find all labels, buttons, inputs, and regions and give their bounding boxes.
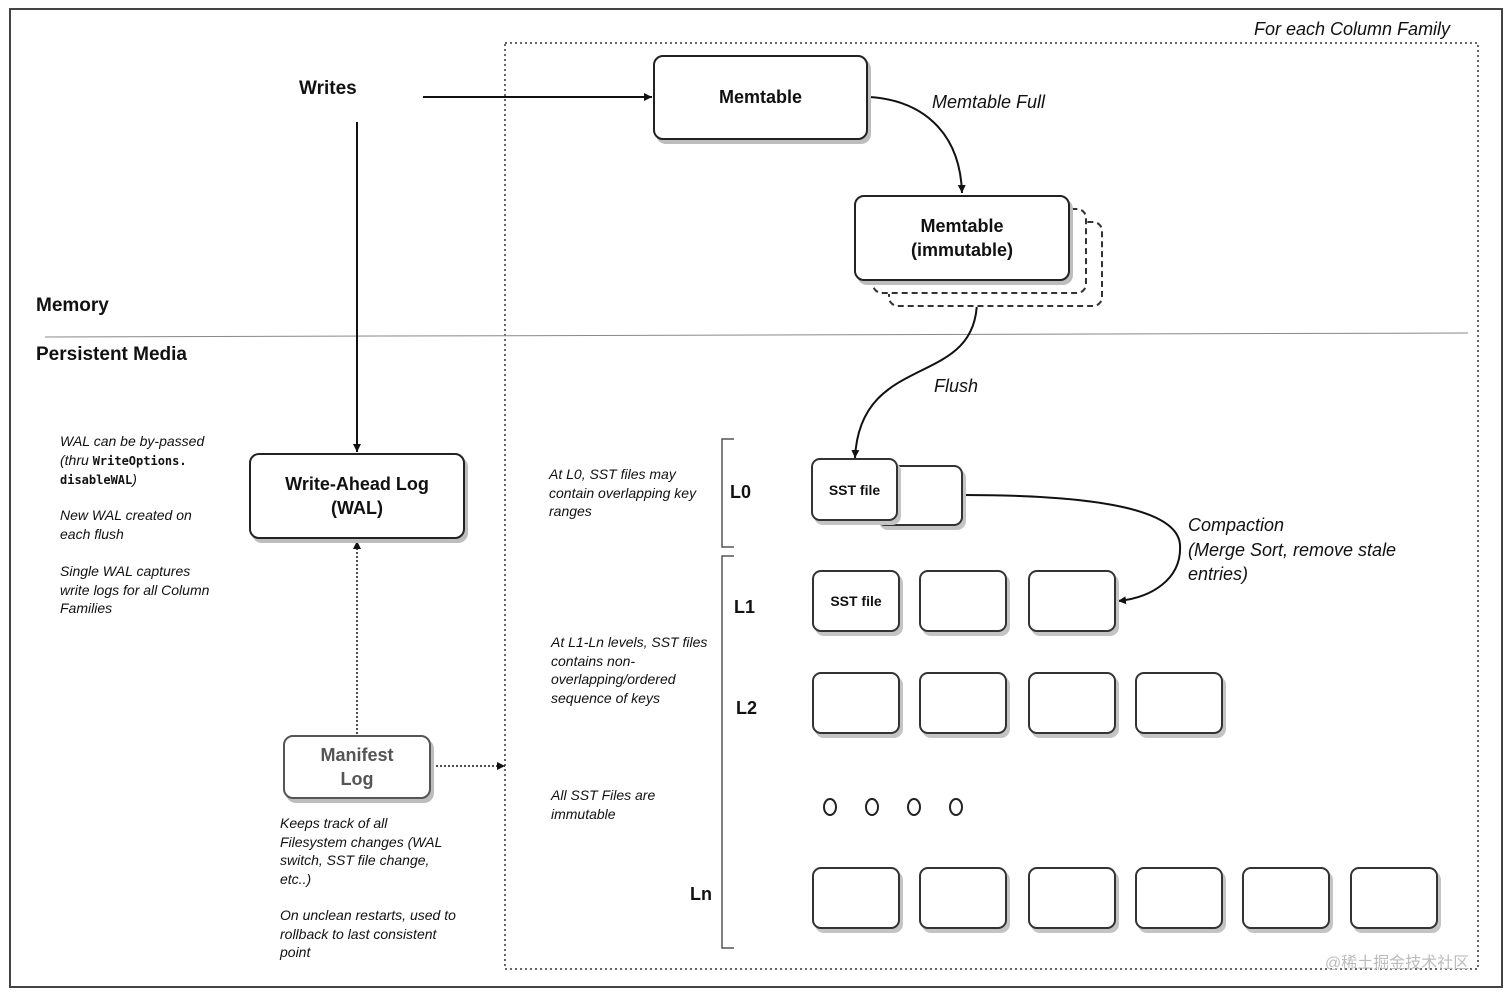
ln-sst-file bbox=[1028, 867, 1116, 929]
memtable-full-label: Memtable Full bbox=[932, 92, 1046, 112]
memory-divider bbox=[44, 332, 1469, 338]
note-line: All SST Files are bbox=[551, 787, 656, 803]
memtable-immutable-line: (immutable) bbox=[910, 240, 1013, 260]
note-line: etc..) bbox=[280, 870, 312, 887]
note-line: On unclean restarts, used to bbox=[280, 907, 456, 923]
l2-sst-file bbox=[1028, 672, 1116, 734]
compaction-arrow bbox=[962, 494, 1182, 605]
compaction-line: entries) bbox=[1188, 564, 1249, 584]
note-text: (thru bbox=[60, 451, 93, 468]
l2-sst-file bbox=[919, 672, 1007, 734]
memtable-immutable-box: Memtable (immutable) bbox=[854, 195, 1070, 281]
code-writeoptions: WriteOptions. bbox=[92, 453, 187, 468]
l1-ln-note: At L1-Ln levels, SST files contains non-… bbox=[551, 633, 707, 707]
level-ellipsis-dot bbox=[865, 798, 879, 816]
flush-arrow bbox=[851, 299, 978, 459]
persistent-media-label: Persistent Media bbox=[36, 344, 187, 365]
memtable-box: Memtable bbox=[653, 55, 868, 140]
wal-line: (WAL) bbox=[331, 498, 383, 518]
l1-sst-file bbox=[919, 570, 1007, 632]
note-line: write logs for all Column bbox=[60, 581, 210, 598]
wal-single-note: Single WAL captures write logs for all C… bbox=[60, 562, 209, 618]
manifest-log-box: Manifest Log bbox=[283, 735, 431, 799]
writes-label: Writes bbox=[299, 78, 357, 99]
note-line: contain overlapping key bbox=[549, 484, 697, 501]
note-line: immutable bbox=[551, 805, 616, 822]
l0-sst-file: SST file bbox=[811, 458, 898, 521]
level-l2-label: L2 bbox=[736, 698, 758, 718]
l1-sst-file: SST file bbox=[812, 570, 900, 632]
note-line: (thru WriteOptions. bbox=[60, 451, 204, 471]
l1-sst-file bbox=[1028, 570, 1116, 632]
outer-frame bbox=[9, 8, 1503, 988]
note-line: point bbox=[280, 944, 311, 960]
l1-ln-bracket bbox=[721, 555, 734, 949]
note-line: sequence of keys bbox=[551, 689, 660, 706]
manifest-line: Log bbox=[340, 769, 374, 789]
column-family-label: For each Column Family bbox=[1254, 19, 1451, 39]
compaction-line: Compaction bbox=[1188, 515, 1285, 535]
level-ln-label: Ln bbox=[690, 884, 712, 904]
flush-label: Flush bbox=[934, 376, 979, 396]
manifest-tracks-note: Keeps track of all Filesystem changes (W… bbox=[280, 814, 442, 888]
note-line: At L1-Ln levels, SST files bbox=[551, 634, 708, 650]
watermark: @稀土掘金技术社区 bbox=[1325, 955, 1470, 972]
note-text: ) bbox=[132, 471, 137, 487]
wal-line: Write-Ahead Log bbox=[285, 474, 429, 494]
note-line: switch, SST file change, bbox=[280, 852, 430, 868]
note-line: Families bbox=[60, 600, 113, 616]
note-line: New WAL created on bbox=[60, 507, 192, 523]
ln-sst-file bbox=[1242, 867, 1330, 929]
level-ellipsis-dot bbox=[907, 798, 921, 816]
code-disablewal: disableWAL bbox=[60, 473, 133, 487]
ln-sst-file bbox=[1135, 867, 1223, 929]
ln-sst-file bbox=[812, 867, 900, 929]
ln-sst-file bbox=[919, 867, 1007, 929]
level-ellipsis-dot bbox=[949, 798, 963, 816]
note-line: At L0, SST files may bbox=[549, 466, 676, 482]
l0-note: At L0, SST files may contain overlapping… bbox=[549, 465, 696, 521]
note-line: Keeps track of all bbox=[280, 815, 388, 831]
l2-sst-file bbox=[812, 672, 900, 734]
level-l0-label: L0 bbox=[730, 482, 752, 502]
level-l1-label: L1 bbox=[734, 597, 756, 617]
note-line: contains non- bbox=[551, 652, 636, 669]
memtable-immutable-line: Memtable bbox=[920, 216, 1004, 236]
note-line: Single WAL captures bbox=[60, 563, 191, 579]
manifest-line: Manifest bbox=[320, 745, 394, 765]
note-line: ranges bbox=[549, 503, 592, 519]
level-ellipsis-dot bbox=[823, 798, 837, 816]
compaction-line: (Merge Sort, remove stale bbox=[1188, 539, 1397, 560]
note-line: rollback to last consistent bbox=[280, 925, 437, 942]
note-line: each flush bbox=[60, 525, 124, 542]
compaction-label: Compaction (Merge Sort, remove stale ent… bbox=[1188, 513, 1396, 587]
memory-label: Memory bbox=[36, 295, 109, 316]
wal-flush-note: New WAL created on each flush bbox=[60, 506, 192, 543]
manifest-restart-note: On unclean restarts, used to rollback to… bbox=[280, 906, 456, 962]
column-family-region bbox=[504, 42, 1479, 970]
l2-sst-file bbox=[1135, 672, 1223, 734]
memtable-full-arrow bbox=[868, 96, 966, 194]
l0-bracket bbox=[721, 438, 734, 548]
immutable-note: All SST Files are immutable bbox=[551, 786, 655, 823]
note-line: disableWAL) bbox=[60, 470, 204, 490]
note-line: Filesystem changes (WAL bbox=[280, 833, 443, 850]
wal-box: Write-Ahead Log (WAL) bbox=[249, 453, 465, 539]
ln-sst-file bbox=[1350, 867, 1438, 929]
wal-bypass-note: WAL can be by-passed (thru WriteOptions.… bbox=[60, 432, 204, 490]
note-line: WAL can be by-passed bbox=[60, 433, 205, 449]
note-line: overlapping/ordered bbox=[551, 671, 676, 687]
